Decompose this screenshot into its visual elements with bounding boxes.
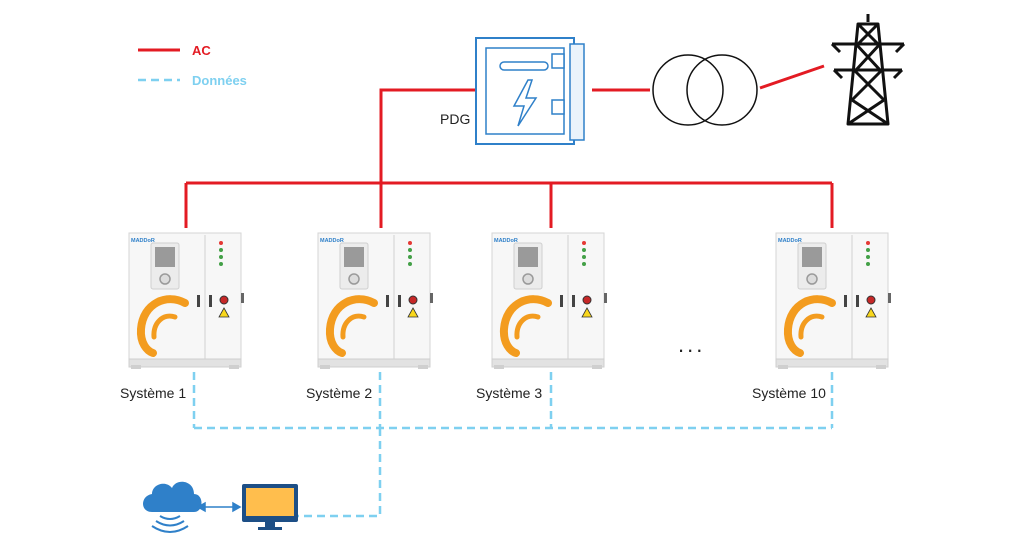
data-wiring [192,372,834,518]
ac-wiring [184,64,834,228]
electrical-panel-icon [475,37,585,145]
system-label: Système 1 [120,385,186,401]
cloud-icon [143,481,202,533]
pdg-panel: PDG [440,37,585,145]
ellipsis: ... [678,332,705,357]
system-label: Système 10 [752,385,826,401]
battery-cabinet-icon [318,233,433,369]
battery-cabinet-icon [129,233,244,369]
ac-line-transformer-grid [759,64,825,90]
cabinet-brand-logo: MADDoR [131,238,155,244]
system-label: Système 3 [476,385,542,401]
legend: AC Données [138,43,247,88]
battery-cabinet-icon [492,233,607,369]
system-10: MADDoR Système 10 [752,233,891,401]
legend-data-label: Données [192,73,247,88]
system-3: MADDoR Système 3 [476,233,607,401]
transformer-icon [652,54,758,126]
bidirectional-arrow-icon [196,501,242,513]
cabinet-brand-logo: MADDoR [778,238,802,244]
cabinet-brand-logo: MADDoR [320,238,344,244]
battery-cabinet-icon [776,233,891,369]
legend-ac-label: AC [192,43,211,58]
data-line-to-monitor [298,428,382,518]
pdg-label: PDG [440,111,470,127]
system-label: Système 2 [306,385,372,401]
power-pylon-icon [830,14,906,126]
system-2: MADDoR Système 2 [306,233,433,401]
monitor-icon [242,484,298,530]
cabinet-brand-logo: MADDoR [494,238,518,244]
system-1: MADDoR Système 1 [120,233,244,401]
